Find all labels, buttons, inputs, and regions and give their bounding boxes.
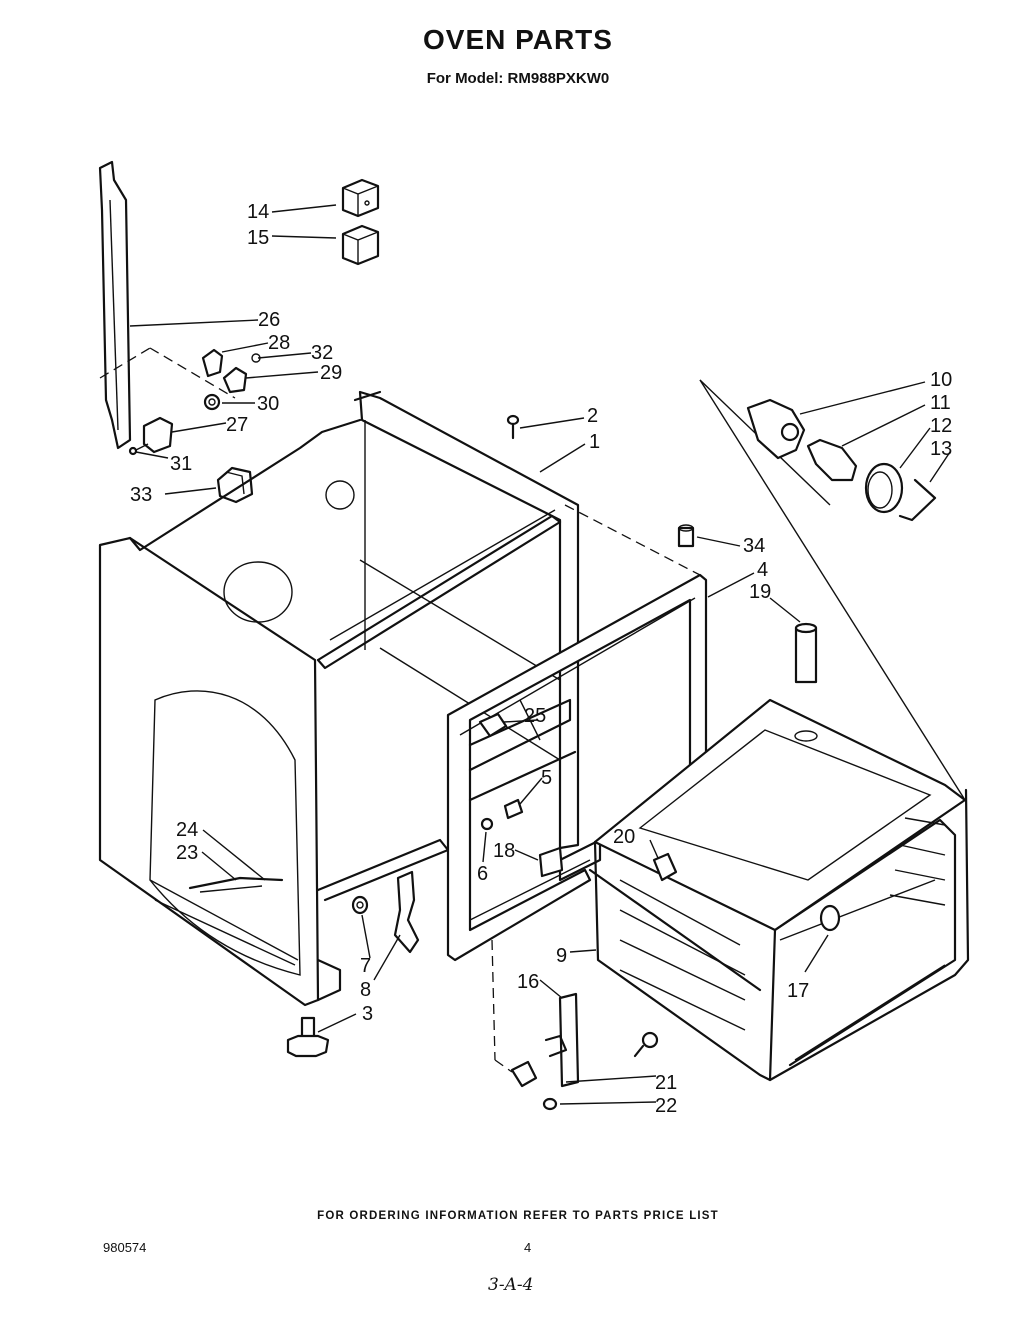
- washer-22-part: [542, 1097, 558, 1111]
- handwritten-note: 3-A-4: [488, 1275, 534, 1295]
- document-number: 980574: [103, 1240, 147, 1255]
- leveling-leg-3-part: [286, 1016, 330, 1058]
- callout-30: 30: [257, 393, 279, 415]
- callout-11: 11: [930, 392, 951, 414]
- bracket-20-part: [652, 852, 678, 882]
- callout-18: 18: [493, 840, 515, 862]
- callout-21: 21: [655, 1072, 677, 1094]
- block-15-part: [341, 224, 380, 266]
- callout-23: 23: [176, 842, 198, 864]
- callout-7: 7: [360, 955, 371, 977]
- callout-17: 17: [787, 980, 809, 1002]
- ordering-note: FOR ORDERING INFORMATION REFER TO PARTS …: [317, 1210, 719, 1222]
- callout-20: 20: [613, 826, 635, 848]
- pin-5-part: [503, 798, 524, 820]
- cabinet-body-part: [98, 390, 580, 1007]
- callout-25: 25: [524, 705, 546, 727]
- burner-element-23-24: [188, 876, 284, 893]
- callout-1: 1: [589, 431, 600, 453]
- page-title: OVEN PARTS: [423, 24, 613, 55]
- callout-12: 12: [930, 415, 952, 437]
- lamp-assembly-group: [699, 379, 966, 801]
- callout-13: 13: [930, 438, 952, 460]
- cap-34-part: [677, 524, 695, 548]
- callout-16: 16: [517, 971, 539, 993]
- callout-14: 14: [247, 201, 269, 223]
- callout-32: 32: [311, 342, 333, 364]
- callout-2: 2: [587, 405, 598, 427]
- callout-31: 31: [170, 453, 192, 475]
- callout-5: 5: [541, 767, 552, 789]
- pin-6-part: [480, 817, 494, 831]
- callout-15: 15: [247, 227, 269, 249]
- callout-33: 33: [130, 484, 152, 506]
- callout-10: 10: [930, 369, 952, 391]
- callout-34: 34: [743, 535, 765, 557]
- light-receptacle-17-part: [819, 904, 841, 932]
- callout-19: 19: [749, 581, 771, 603]
- leader-lines: [129, 204, 951, 1105]
- switch-33-part: [216, 466, 254, 504]
- page-number: 4: [524, 1240, 532, 1255]
- oven-cavity-9-part: [588, 698, 970, 1082]
- post-19-part: [794, 622, 818, 742]
- callout-27: 27: [226, 414, 248, 436]
- callout-6: 6: [477, 863, 488, 885]
- bracket-25-part: [478, 712, 508, 738]
- callout-29: 29: [320, 362, 342, 384]
- callout-9: 9: [556, 945, 567, 967]
- callout-4: 4: [757, 559, 768, 581]
- callout-8: 8: [360, 979, 371, 1001]
- block-14-part: [341, 178, 380, 218]
- screw-2-part: [506, 414, 520, 440]
- side-rail-part: [98, 160, 132, 450]
- screw-21-part: [633, 1031, 659, 1058]
- callout-26: 26: [258, 309, 280, 331]
- callout-24: 24: [176, 819, 198, 841]
- front-frame-4-part: [446, 504, 708, 962]
- hinge-hardware-group: [99, 347, 261, 456]
- model-line: For Model: RM988PXKW0: [426, 70, 610, 87]
- bracket-7-8-part: [351, 870, 420, 954]
- callout-28: 28: [268, 332, 290, 354]
- callout-3: 3: [362, 1003, 373, 1025]
- callout-22: 22: [655, 1095, 677, 1117]
- bracket-18-part: [538, 846, 564, 878]
- hinge-link-16-part: [491, 939, 580, 1088]
- callout-labels: 14 15 26 28 32 29 30 27 31 33 2 1 34 4 1…: [130, 201, 952, 1117]
